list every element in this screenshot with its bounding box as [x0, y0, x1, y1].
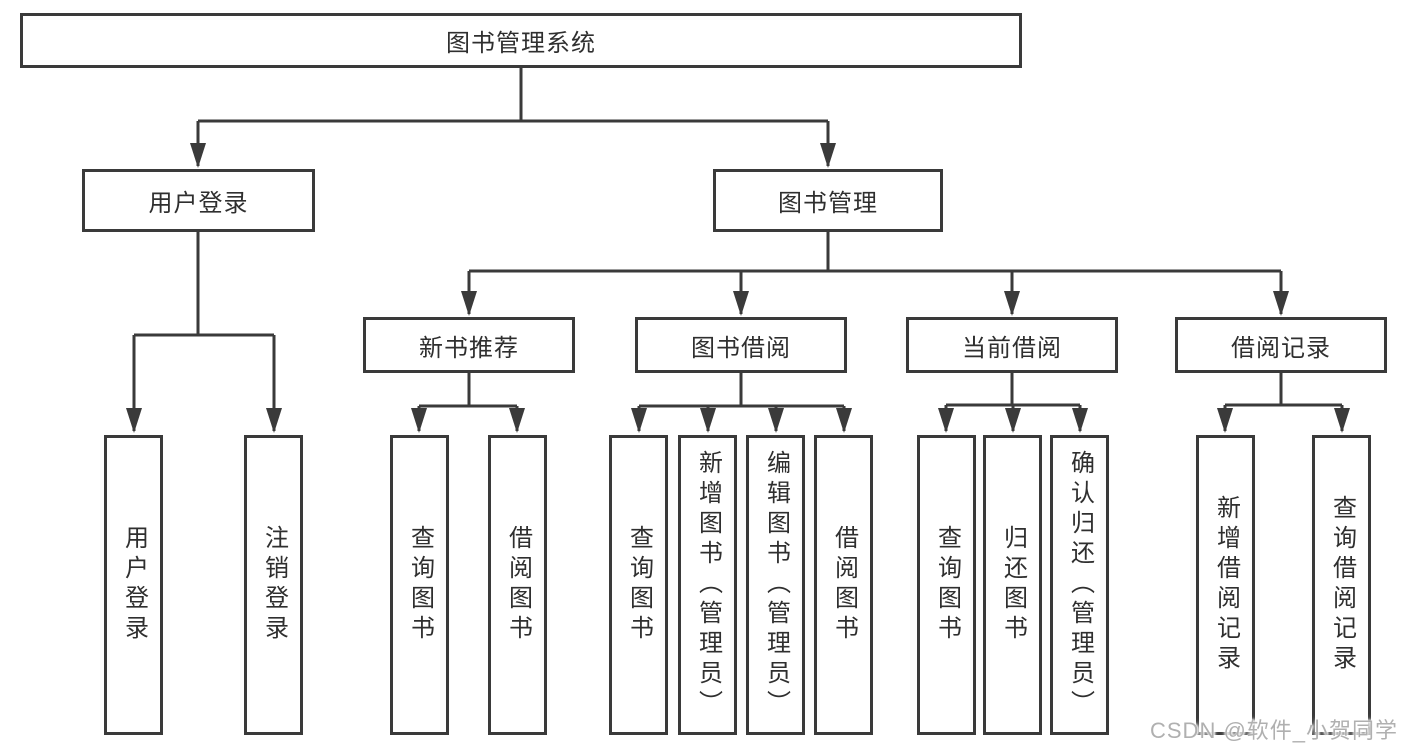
leaf-add-borrow-record: 新增借阅记录: [1196, 435, 1255, 735]
node-root-library-management-system: 图书管理系统: [20, 13, 1022, 68]
arrowhead: [190, 143, 206, 168]
leaf-confirm-return-admin: 确认归还（管理员）: [1050, 435, 1109, 735]
arrowhead: [768, 408, 784, 433]
node-new-book-recommend: 新书推荐: [363, 317, 575, 373]
edge-book-borrow-split: [637, 373, 846, 431]
leaf-logout: 注销登录: [244, 435, 303, 735]
arrowhead: [1072, 408, 1088, 433]
leaf-query-books-recommend: 查询图书: [390, 435, 449, 735]
arrowhead: [938, 408, 954, 433]
leaf-query-books-borrow: 查询图书: [609, 435, 668, 735]
arrowhead: [1334, 408, 1350, 433]
leaf-add-books-admin: 新增图书（管理员）: [678, 435, 737, 735]
leaf-borrow-books-recommend: 借阅图书: [488, 435, 547, 735]
leaf-edit-books-admin: 编辑图书（管理员）: [746, 435, 805, 735]
leaf-query-books-current: 查询图书: [917, 435, 976, 735]
leaf-borrow-books: 借阅图书: [814, 435, 873, 735]
arrowhead: [1004, 291, 1020, 316]
edge-borrow-records-split: [1223, 373, 1344, 431]
edge-user-login-split: [132, 232, 276, 431]
node-book-borrow: 图书借阅: [635, 317, 847, 373]
arrowhead: [411, 408, 427, 433]
arrowhead: [509, 408, 525, 433]
node-user-login: 用户登录: [82, 169, 315, 232]
arrowhead: [1217, 408, 1233, 433]
edge-new-book-split: [417, 373, 519, 431]
arrowhead: [733, 291, 749, 316]
arrowhead: [461, 291, 477, 316]
arrowhead: [631, 408, 647, 433]
arrowhead: [266, 408, 282, 433]
arrowhead: [820, 143, 836, 168]
node-borrow-records: 借阅记录: [1175, 317, 1387, 373]
node-book-management: 图书管理: [713, 169, 943, 232]
edge-current-borrow-split: [944, 373, 1082, 431]
arrowhead: [1273, 291, 1289, 316]
node-current-borrow: 当前借阅: [906, 317, 1118, 373]
leaf-return-books: 归还图书: [983, 435, 1042, 735]
edge-book-management-split: [467, 232, 1283, 314]
arrowhead: [126, 408, 142, 433]
arrowhead: [1005, 408, 1021, 433]
csdn-watermark: CSDN @软件_小贺同学: [1150, 718, 1399, 743]
arrowhead: [700, 408, 716, 433]
leaf-user-login: 用户登录: [104, 435, 163, 735]
arrowhead: [836, 408, 852, 433]
leaf-query-borrow-record: 查询借阅记录: [1312, 435, 1371, 735]
edge-root-to-level2: [196, 68, 830, 166]
